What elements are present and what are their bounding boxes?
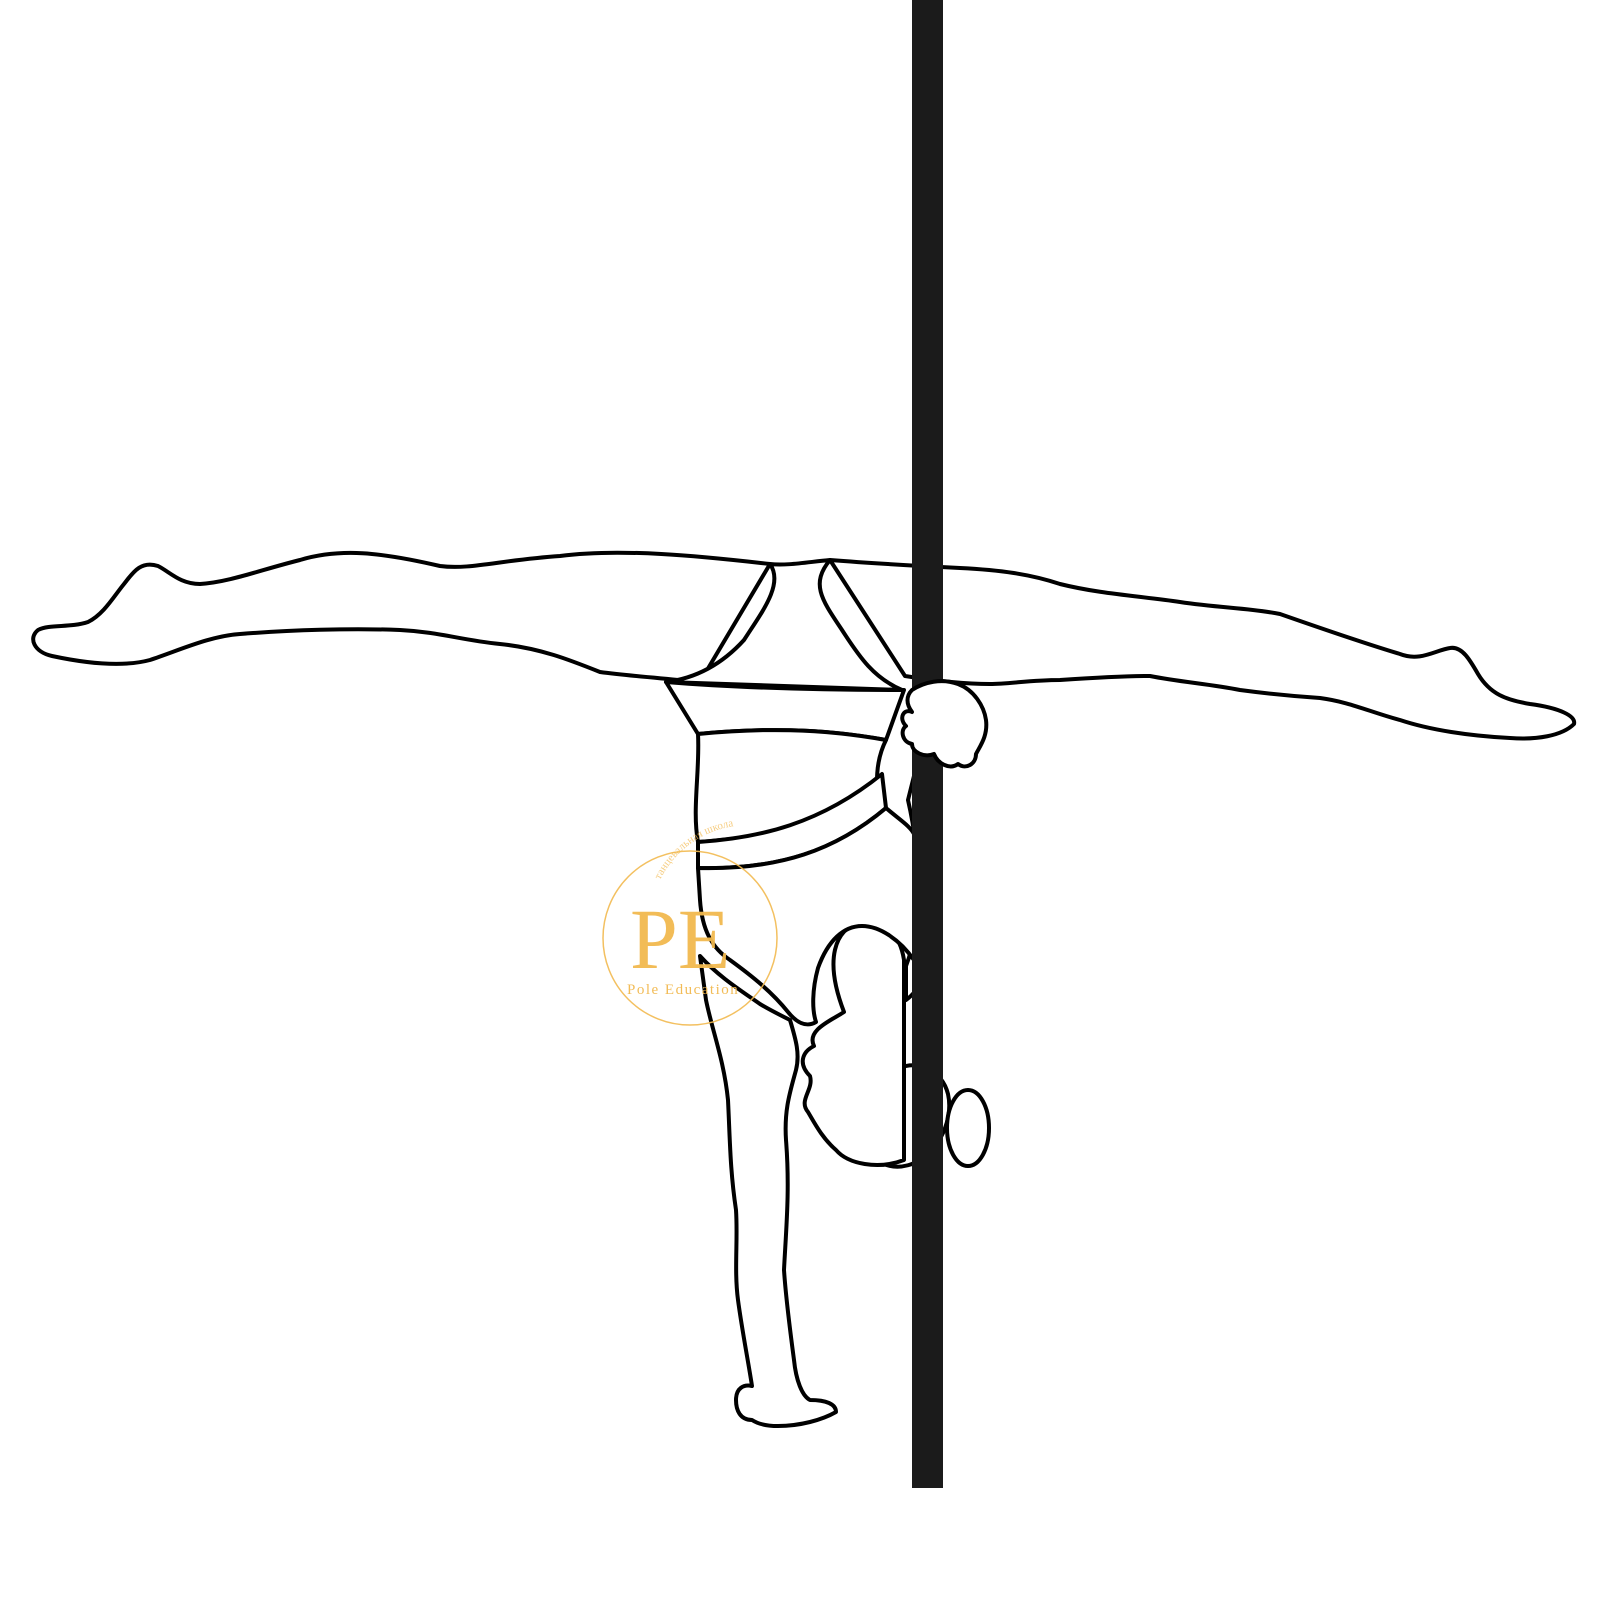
logo-name: Pole Education <box>627 982 739 998</box>
hand <box>900 679 989 769</box>
logo-ring <box>602 850 778 1026</box>
right-leg <box>828 558 1577 741</box>
logo-monogram: PE <box>630 891 730 987</box>
bottom-garment <box>696 806 916 1027</box>
standing-leg <box>698 954 838 1428</box>
top-garment <box>664 558 904 692</box>
hair-knot <box>945 1088 991 1168</box>
left-leg <box>31 550 772 684</box>
